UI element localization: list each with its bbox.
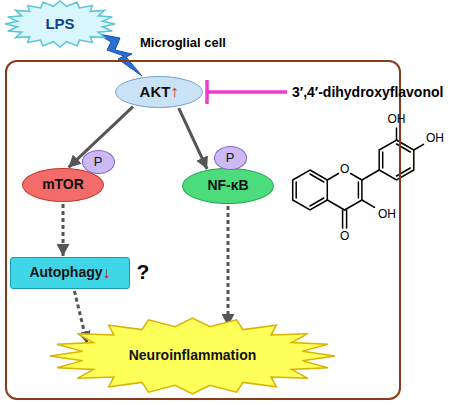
node-text-group: Autophagy↓ (29, 264, 110, 282)
cell-heading: Microglial cell (140, 35, 226, 51)
bond (327, 200, 344, 210)
double-bond (310, 174, 324, 182)
benzene-ring (379, 140, 414, 180)
node-label: P (226, 151, 235, 165)
dashed-arrow (227, 206, 230, 326)
atom-label: OH (388, 112, 406, 126)
atom-label: OH (378, 207, 396, 221)
burst-shape (50, 318, 335, 394)
double-bond (310, 198, 324, 206)
atom-label: O (340, 162, 349, 176)
node-label: Neuroinflammation (129, 348, 257, 363)
node-text-group: LPS (45, 16, 74, 33)
question-mark: ? (137, 260, 150, 284)
double-bond (295, 182, 297, 198)
double-bond (342, 210, 344, 228)
bond (362, 170, 379, 180)
phospho-circle: P (82, 150, 115, 174)
chemical-structure (293, 128, 424, 228)
inhibition-line (207, 90, 287, 94)
stimulus-burst: LPS (5, 1, 115, 47)
node-text-group: P (226, 151, 235, 165)
node-label: NF-κB (207, 178, 248, 193)
atom-label: OH (426, 131, 444, 145)
double-bond (382, 152, 384, 168)
node-text-group: NF-κB (207, 178, 248, 193)
protein-ellipse: NF-κB (182, 168, 274, 204)
bond (361, 180, 363, 200)
protein-ellipse: AKT↑ (115, 76, 203, 108)
bond (362, 200, 375, 207)
phospho-circle: P (214, 146, 247, 170)
inhibition-bar (205, 80, 209, 104)
node-text-group: P (94, 155, 103, 169)
burst-shape (5, 1, 115, 47)
node-label: AKT (140, 84, 171, 101)
node-label: ↓ (103, 264, 111, 282)
solid-arrow (179, 108, 207, 169)
node-label: mTOR (42, 177, 84, 192)
dashed-arrow (62, 204, 65, 256)
node-text-group: AKT↑ (140, 83, 179, 101)
double-bond (346, 210, 348, 228)
node-label: LPS (45, 16, 74, 33)
node-text-group: mTOR (42, 177, 84, 192)
bond (345, 200, 362, 210)
benzene-ring (293, 170, 328, 210)
bond (327, 174, 338, 181)
node-label: P (94, 155, 103, 169)
double-bond (397, 144, 411, 152)
lightning-bolt (98, 34, 142, 76)
compound-name: 3′,4′-dihydroxyflavonol (292, 84, 443, 100)
node-label: ↑ (170, 83, 178, 101)
double-bond (358, 182, 360, 198)
bond (414, 144, 424, 150)
node-text-group: Neuroinflammation (129, 348, 257, 363)
bond (396, 128, 398, 140)
bond (351, 174, 362, 181)
outcome-burst: Neuroinflammation (50, 318, 335, 394)
node-label: Autophagy (29, 265, 102, 280)
process-box: Autophagy↓ (10, 257, 130, 289)
atom-label: O (340, 229, 349, 243)
double-bond (397, 168, 411, 176)
